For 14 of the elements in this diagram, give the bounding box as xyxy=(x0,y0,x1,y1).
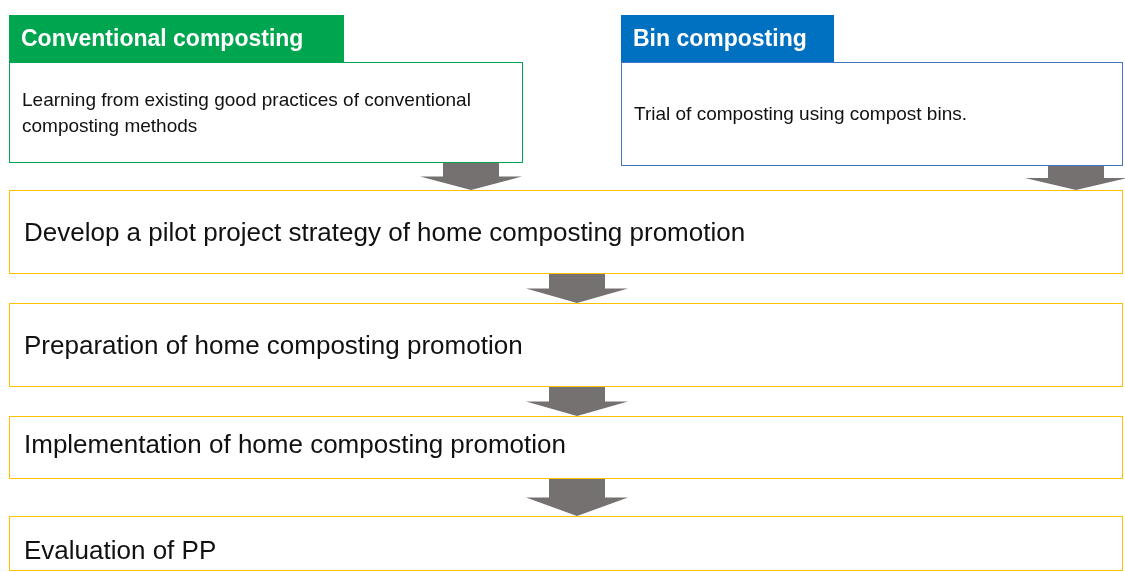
process-box xyxy=(9,303,1123,387)
description-text: Trial of composting using compost bins. xyxy=(634,102,967,127)
block-arrow xyxy=(526,479,628,516)
process-box xyxy=(9,416,1123,479)
heading-tab: Conventional composting xyxy=(9,15,344,62)
step-text: Preparation of home composting promotion xyxy=(24,329,523,361)
description-text: Learning from existing good practices of conventional composting methods xyxy=(22,87,472,138)
step-text: Evaluation of PP xyxy=(24,535,217,566)
step-text: Develop a pilot project strategy of home composting promotion xyxy=(24,216,746,248)
process-box xyxy=(9,190,1123,274)
block-arrow xyxy=(1025,166,1125,190)
step-text: Implementation of home composting promotion xyxy=(24,429,566,460)
heading-tab: Bin composting xyxy=(621,15,834,62)
process-box xyxy=(9,516,1123,571)
